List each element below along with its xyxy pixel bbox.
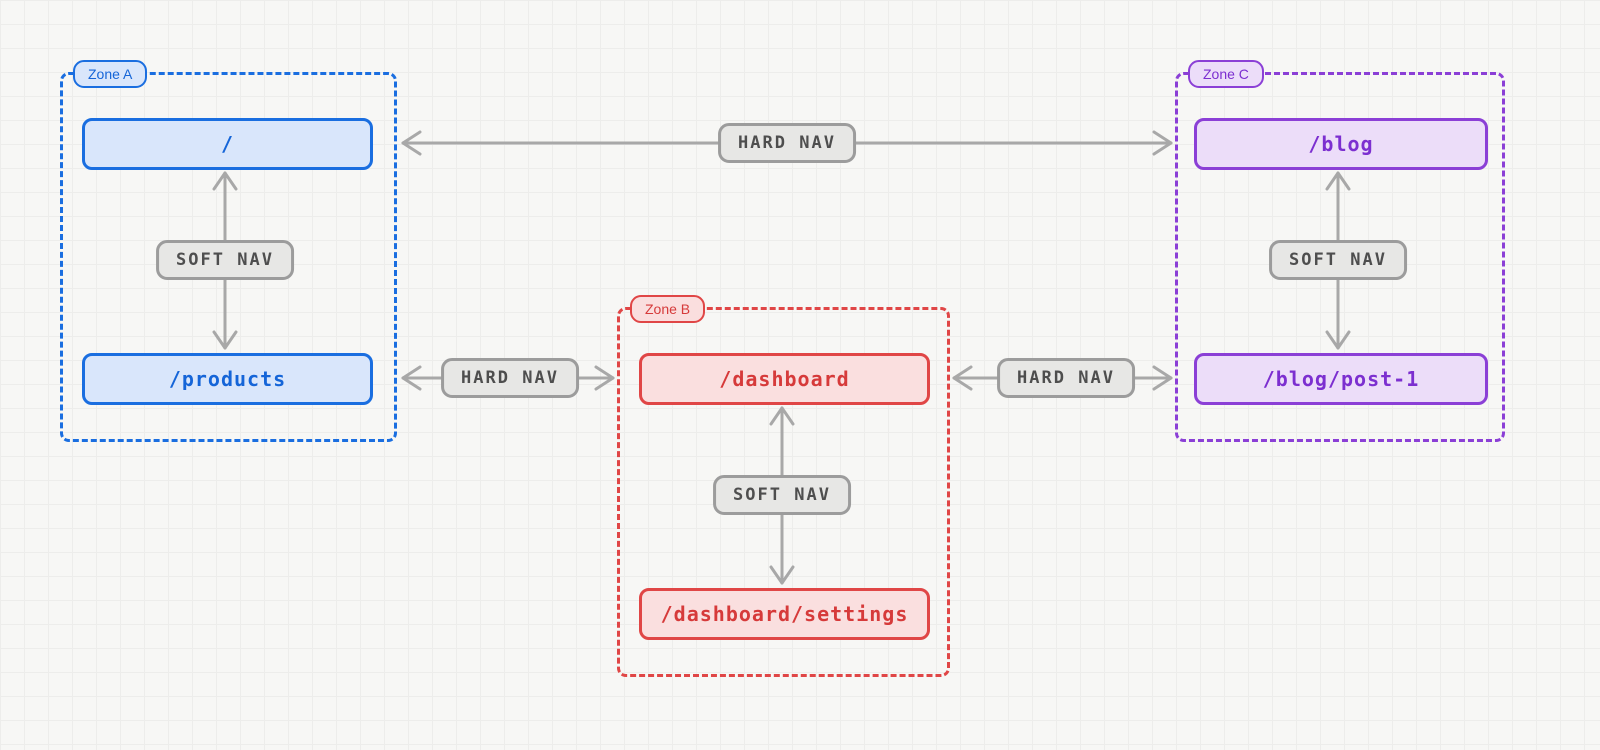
zone-b-label: Zone B [630,295,706,324]
node-products: /products [82,353,373,405]
edge-label-hard-nav-right: HARD NAV [997,358,1135,398]
zone-c-label: Zone C [1188,60,1264,89]
node-blog-post-1: /blog/post-1 [1194,353,1488,405]
node-blog: /blog [1194,118,1488,170]
zone-a-label: Zone A [73,60,148,89]
zone-a: Zone A / /products [60,60,397,442]
edge-label-soft-nav-zone-b: SOFT NAV [713,475,851,515]
node-root: / [82,118,373,170]
edge-label-hard-nav-left: HARD NAV [441,358,579,398]
node-dashboard-settings: /dashboard/settings [639,588,930,640]
zone-b: Zone B /dashboard /dashboard/settings [617,295,950,677]
zone-c: Zone C /blog /blog/post-1 [1175,60,1505,442]
edge-label-hard-nav-top: HARD NAV [718,123,856,163]
edge-label-soft-nav-zone-c: SOFT NAV [1269,240,1407,280]
edge-label-soft-nav-zone-a: SOFT NAV [156,240,294,280]
node-dashboard: /dashboard [639,353,930,405]
